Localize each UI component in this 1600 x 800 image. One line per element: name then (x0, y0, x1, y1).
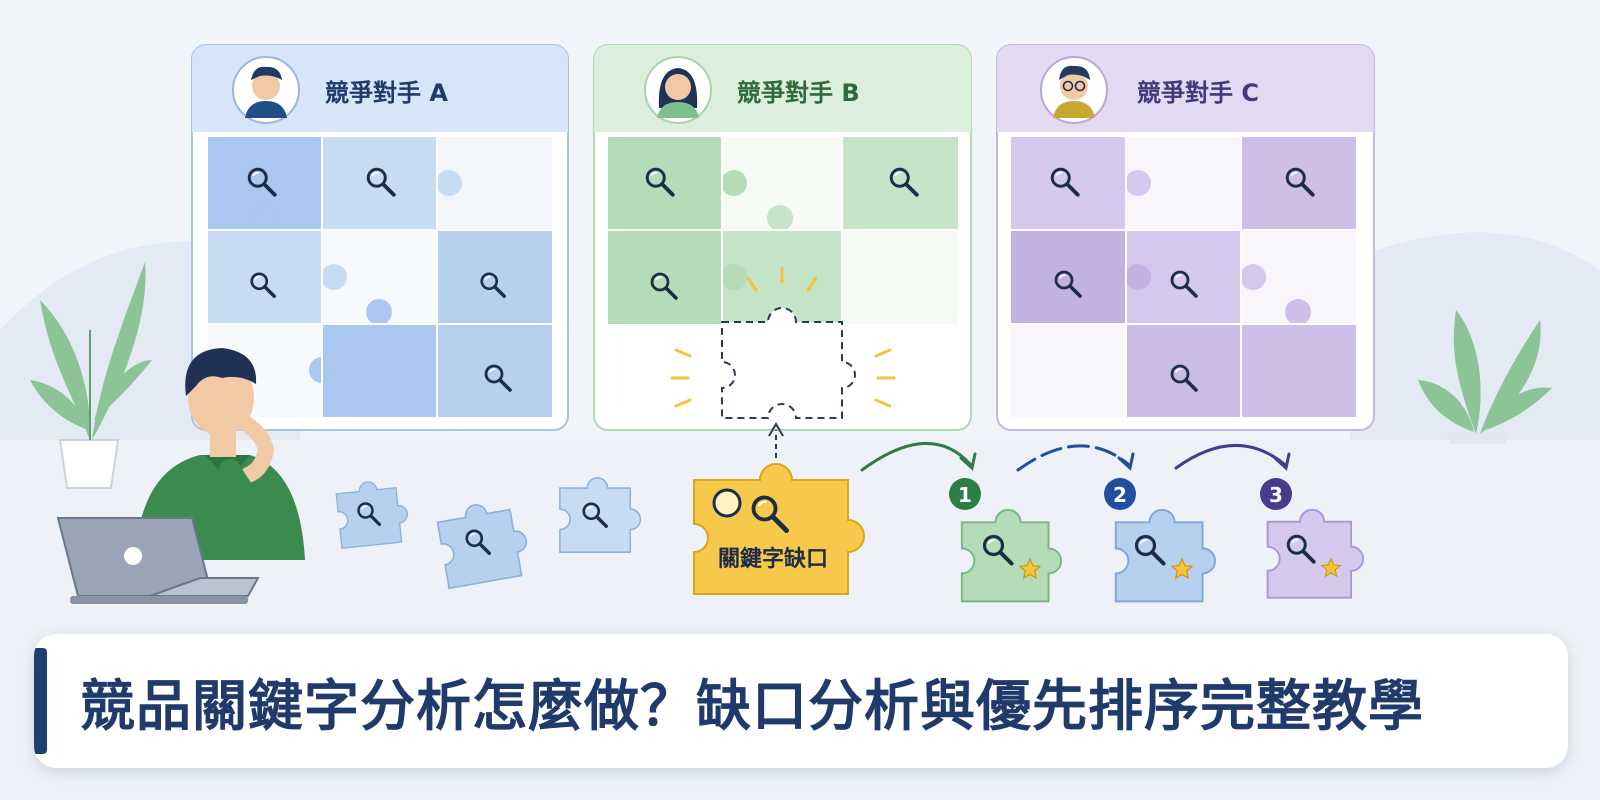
puzzle-grid-a (208, 137, 552, 417)
competitor-b-label: 競爭對手 B (737, 79, 860, 107)
priority-rank-3: 3 (1269, 483, 1283, 507)
puzzle-grid-c (1011, 137, 1356, 417)
priority-piece-2: 2 (1104, 478, 1217, 603)
competitor-c-label: 競爭對手 C (1137, 79, 1259, 107)
competitor-a-label: 競爭對手 A (325, 79, 448, 107)
gap-keyword-label: 關鍵字缺口 (718, 546, 828, 572)
plant-icon (30, 262, 152, 489)
puzzle-piece-icon (559, 477, 642, 553)
priority-rank-2: 2 (1113, 483, 1127, 507)
gap-keyword-piece: 關鍵字缺口 (693, 422, 865, 595)
person-avatar-icon (232, 56, 300, 124)
priority-piece-1: 1 (949, 478, 1063, 603)
person-avatar-icon (644, 56, 712, 124)
person-thinking-illustration (135, 348, 305, 560)
page-title: 競品關鍵字分析怎麼做？缺口分析與優先排序完整教學 (80, 674, 1425, 738)
plant-icon (1418, 310, 1552, 444)
person-avatar-icon (1040, 56, 1108, 124)
competitor-panel-c: 競爭對手 C (996, 44, 1375, 431)
missing-piece-slot (670, 266, 896, 419)
priority-arrows (860, 442, 1291, 472)
competitor-panel-a: 競爭對手 A (191, 44, 569, 431)
competitor-panel-b: 競爭對手 B (593, 44, 972, 431)
puzzle-grid-b (608, 137, 958, 419)
priority-rank-1: 1 (958, 483, 972, 507)
title-banner: 競品關鍵字分析怎麼做？缺口分析與優先排序完整教學 (34, 634, 1568, 768)
laptop-icon (56, 517, 260, 604)
banner-accent-bar (34, 648, 47, 754)
priority-piece-3: 3 (1260, 478, 1365, 599)
